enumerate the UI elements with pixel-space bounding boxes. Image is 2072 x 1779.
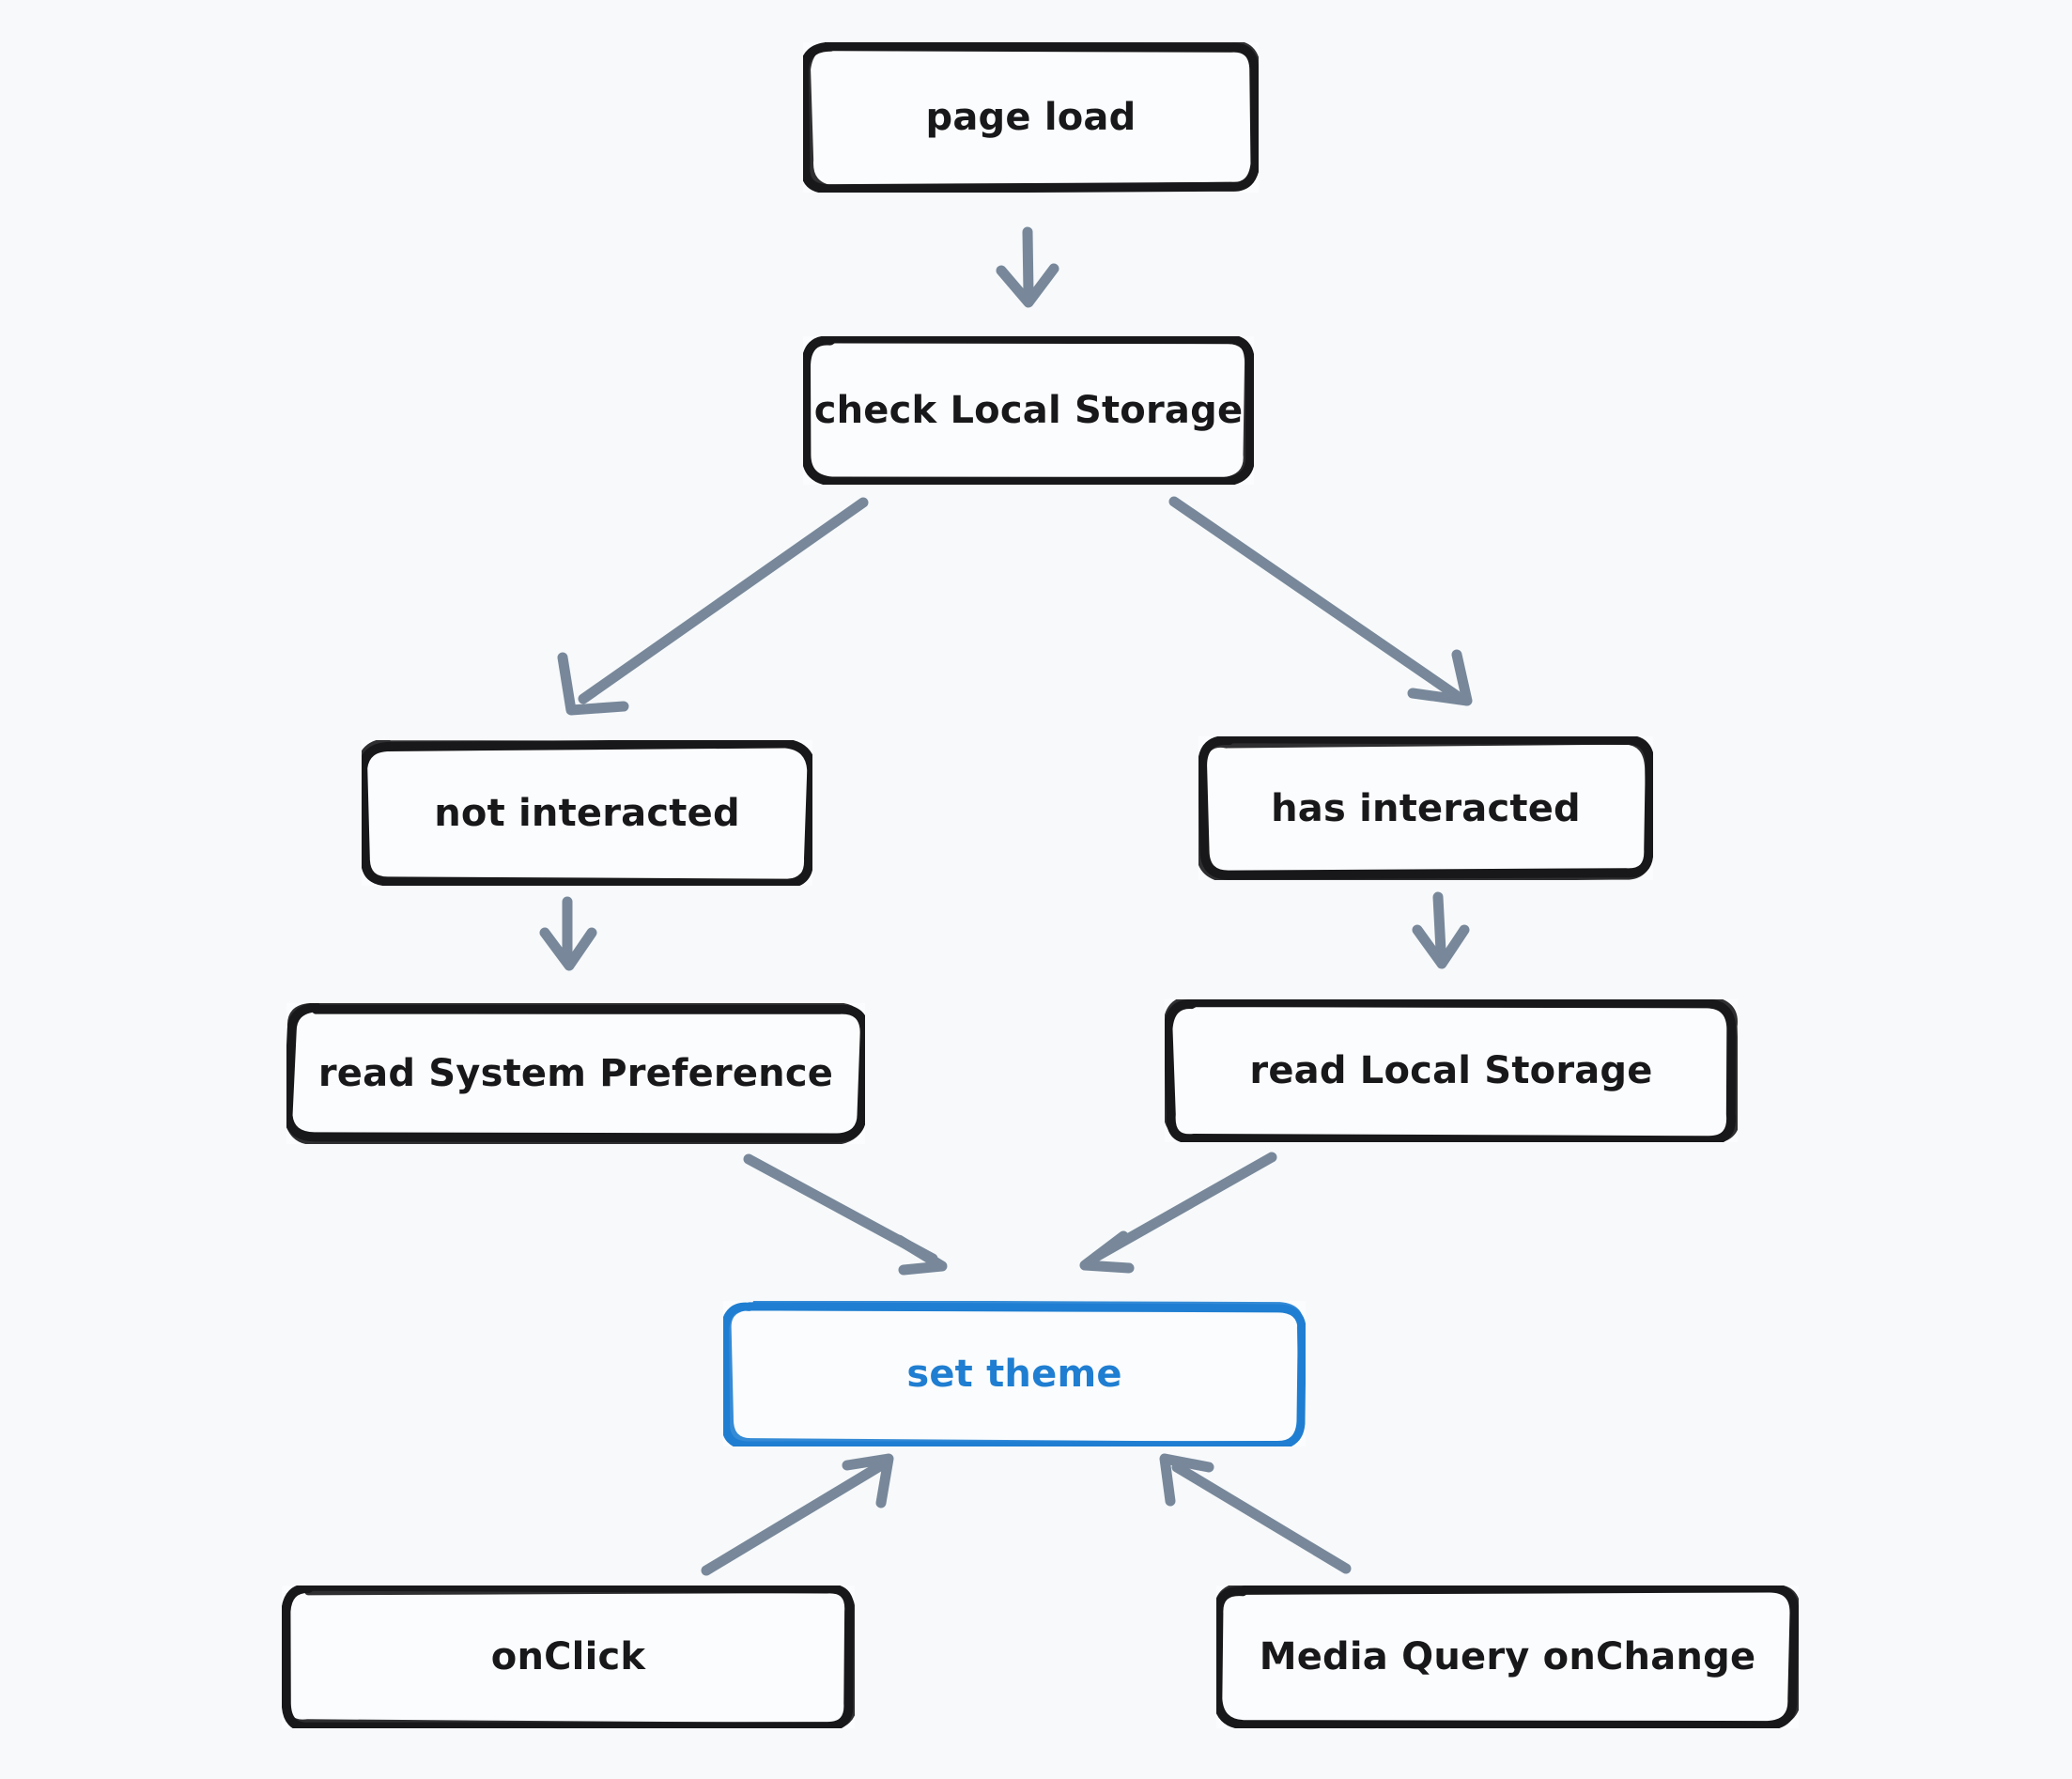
node-page-load[interactable]: page load — [803, 42, 1259, 193]
node-label: Media Query onChange — [1259, 1635, 1756, 1678]
edge-read-local-storage-to-set-theme — [1079, 1152, 1277, 1274]
edge-check-local-storage-to-not-interacted — [557, 497, 869, 716]
node-label: read System Preference — [317, 1052, 834, 1095]
node-not-interacted[interactable]: not interacted — [362, 740, 812, 886]
edge-page-load-to-check-local-storage — [996, 226, 1059, 308]
edge-has-interacted-to-read-local-storage — [1412, 891, 1470, 969]
node-label: onClick — [490, 1635, 646, 1678]
node-label: read Local Storage — [1249, 1049, 1653, 1092]
edge-media-query-onchange-to-set-theme — [1159, 1453, 1352, 1574]
node-check-local-storage[interactable]: check Local Storage — [803, 336, 1254, 485]
node-set-theme[interactable]: set theme — [723, 1301, 1306, 1446]
node-read-local-storage[interactable]: read Local Storage — [1165, 999, 1738, 1142]
node-on-click[interactable]: onClick — [282, 1586, 855, 1728]
node-label: page load — [925, 96, 1137, 139]
edge-on-click-to-set-theme — [701, 1453, 894, 1576]
node-label: check Local Storage — [813, 389, 1244, 432]
node-has-interacted[interactable]: has interacted — [1198, 736, 1653, 880]
edge-not-interacted-to-read-system-preference — [539, 896, 597, 971]
node-media-query-onchange[interactable]: Media Query onChange — [1216, 1586, 1799, 1728]
node-label: has interacted — [1271, 786, 1581, 830]
edge-read-system-preference-to-set-theme — [743, 1153, 948, 1276]
edge-check-local-storage-to-has-interacted — [1168, 496, 1473, 706]
node-label: not interacted — [434, 791, 740, 835]
node-read-system-preference[interactable]: read System Preference — [286, 1003, 865, 1144]
node-label: set theme — [906, 1352, 1122, 1396]
